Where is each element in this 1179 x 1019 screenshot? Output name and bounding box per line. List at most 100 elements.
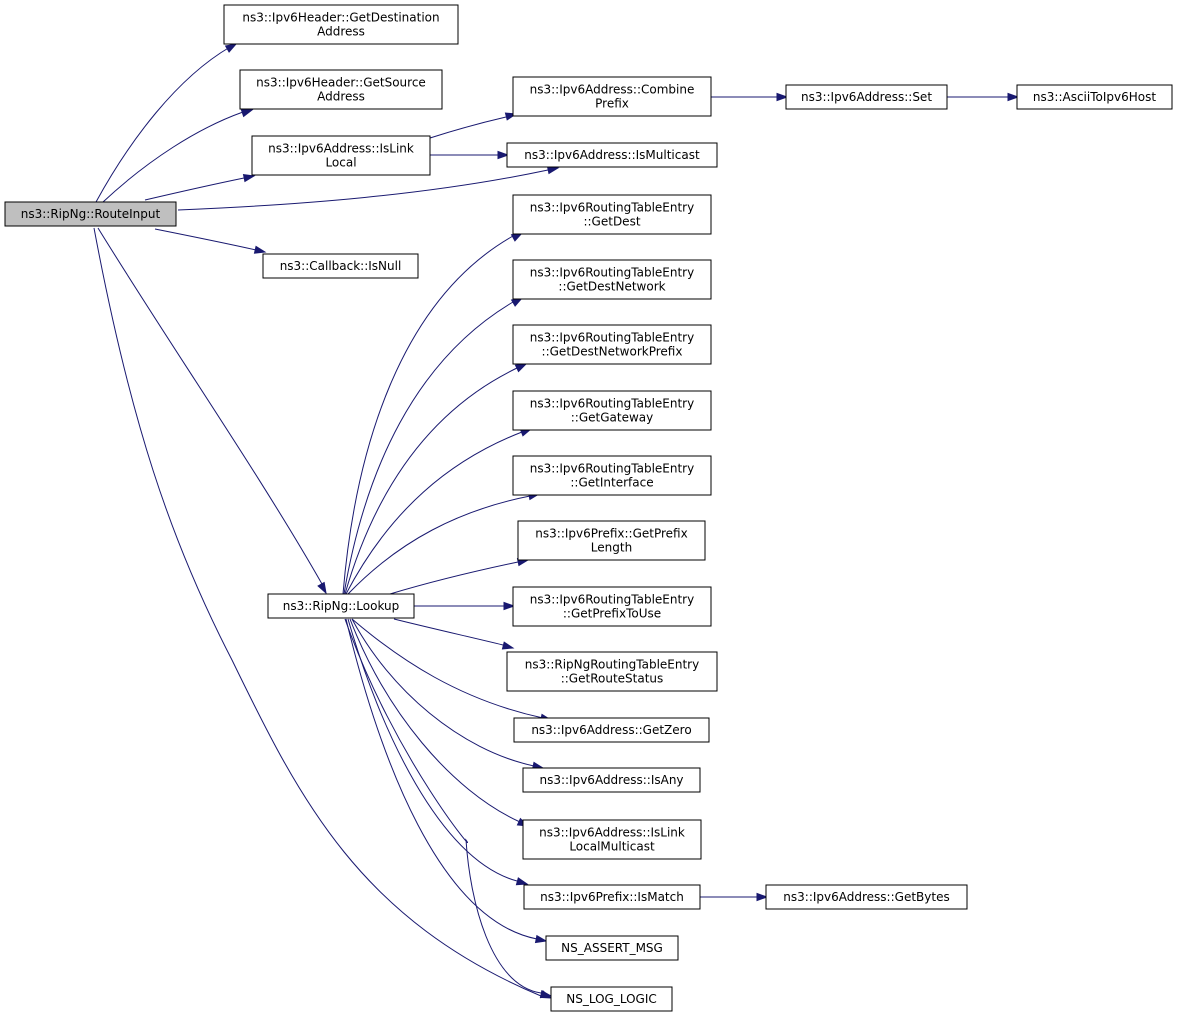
node-address-set[interactable]: ns3::Ipv6Address::Set xyxy=(785,84,948,110)
node-label: Prefix xyxy=(595,97,629,111)
node-box xyxy=(506,651,718,692)
node-label: ns3::Ipv6Address::IsMulticast xyxy=(524,148,700,162)
node-ascii-to-ipv6[interactable]: ns3::AsciiToIpv6Host xyxy=(1016,84,1173,110)
node-label: ::GetPrefixToUse xyxy=(563,607,661,621)
node-box xyxy=(4,201,177,227)
arrowhead xyxy=(539,989,553,999)
arrowhead xyxy=(242,173,256,183)
node-box xyxy=(512,586,712,627)
node-get-gateway[interactable]: ns3::Ipv6RoutingTableEntry::GetGateway xyxy=(512,390,712,431)
edge-route_input-to-lookup xyxy=(97,227,327,595)
node-lookup[interactable]: ns3::RipNg::Lookup xyxy=(267,593,415,619)
node-get-dest-network[interactable]: ns3::Ipv6RoutingTableEntry::GetDestNetwo… xyxy=(512,259,712,300)
node-get-dest-network-prefix[interactable]: ns3::Ipv6RoutingTableEntry::GetDestNetwo… xyxy=(512,324,712,365)
node-box xyxy=(512,76,712,117)
node-box xyxy=(262,253,419,279)
node-label: ::GetInterface xyxy=(570,476,653,490)
edge-is_link_local-to-combine_prefix xyxy=(429,112,518,139)
node-label: ns3::Ipv6Prefix::IsMatch xyxy=(540,890,684,904)
node-box xyxy=(522,819,702,860)
node-box xyxy=(512,455,712,496)
call-nodes: ns3::RipNg::RouteInput ns3::Ipv6Header::G… xyxy=(4,4,1173,1012)
node-route-input[interactable]: ns3::RipNg::RouteInput xyxy=(4,201,177,227)
arrowhead xyxy=(503,601,516,611)
node-is-null[interactable]: ns3::Callback::IsNull xyxy=(262,253,419,279)
node-label: ns3::Ipv6RoutingTableEntry xyxy=(530,397,694,411)
node-label: Local xyxy=(325,156,356,170)
edge-lookup-to-is_match xyxy=(347,618,529,886)
arrowhead xyxy=(1007,92,1020,102)
edge-route_input-to-get_destination xyxy=(95,43,238,203)
node-label: Length xyxy=(591,541,632,555)
node-label: ns3::Ipv6Header::GetDestination xyxy=(242,11,439,25)
node-label: ns3::Ipv6RoutingTableEntry xyxy=(530,593,694,607)
node-get-zero[interactable]: ns3::Ipv6Address::GetZero xyxy=(513,717,710,743)
arrowhead xyxy=(501,641,515,650)
node-box xyxy=(522,767,701,793)
node-is-any[interactable]: ns3::Ipv6Address::IsAny xyxy=(522,767,701,793)
node-box xyxy=(523,884,701,910)
node-label: ::GetDestNetwork xyxy=(558,280,665,294)
node-label: ::GetDestNetworkPrefix xyxy=(542,345,683,359)
node-box xyxy=(512,390,712,431)
node-label: ns3::Ipv6Address::IsLink xyxy=(268,142,414,156)
node-ns-assert-msg[interactable]: NS_ASSERT_MSG xyxy=(545,935,679,961)
node-get-bytes[interactable]: ns3::Ipv6Address::GetBytes xyxy=(765,884,968,910)
arrowhead xyxy=(756,892,769,902)
node-ns-log-logic[interactable]: NS_LOG_LOGIC xyxy=(550,986,673,1012)
edge-lookup-to-get_prefix_length xyxy=(389,558,530,595)
edge-is_match-to-get_bytes xyxy=(700,892,769,902)
edge-route_input-to-is_link_local xyxy=(144,173,256,201)
node-label: ns3::Ipv6Address::GetBytes xyxy=(783,890,949,904)
arrowhead xyxy=(546,166,560,175)
node-label: Address xyxy=(317,90,365,104)
arrowhead xyxy=(497,150,510,160)
arrowhead xyxy=(224,43,238,53)
edge-route_input-to-get_source xyxy=(102,109,254,203)
node-box xyxy=(513,717,710,743)
arrowhead xyxy=(253,245,267,254)
node-label: ::GetGateway xyxy=(571,411,653,425)
arrowhead xyxy=(240,109,254,118)
arrowhead xyxy=(776,92,789,102)
node-label: ns3::Ipv6Address::Set xyxy=(801,90,932,104)
node-label: ::GetRouteStatus xyxy=(561,672,664,686)
node-box xyxy=(239,69,443,110)
node-is-multicast[interactable]: ns3::Ipv6Address::IsMulticast xyxy=(506,142,718,168)
arrowhead xyxy=(514,363,528,373)
edge-lookup-to-get_dest xyxy=(342,232,524,595)
node-label: ns3::Ipv6Prefix::GetPrefix xyxy=(535,527,687,541)
node-label: ns3::Ipv6RoutingTableEntry xyxy=(530,201,694,215)
node-label: ns3::Ipv6Address::IsAny xyxy=(539,773,683,787)
node-label: ns3::AsciiToIpv6Host xyxy=(1033,90,1156,104)
node-box xyxy=(512,194,712,235)
node-label: ns3::Ipv6RoutingTableEntry xyxy=(530,266,694,280)
edge-route_input-to-is_null xyxy=(154,228,267,254)
node-box xyxy=(251,135,431,176)
node-box xyxy=(545,935,679,961)
edge-lookup-to-get_gateway xyxy=(345,428,533,595)
node-label: ns3::Ipv6RoutingTableEntry xyxy=(530,331,694,345)
edge-lookup-to-get_prefix_to_use xyxy=(414,601,516,611)
node-is-match[interactable]: ns3::Ipv6Prefix::IsMatch xyxy=(523,884,701,910)
node-box xyxy=(765,884,968,910)
node-get-interface[interactable]: ns3::Ipv6RoutingTableEntry::GetInterface xyxy=(512,455,712,496)
edge-lookup-to-get_route_status xyxy=(393,618,515,650)
node-get-prefix-to-use[interactable]: ns3::Ipv6RoutingTableEntry::GetPrefixToU… xyxy=(512,586,712,627)
node-label: NS_ASSERT_MSG xyxy=(561,941,663,955)
arrowhead xyxy=(515,877,529,886)
node-get-dest[interactable]: ns3::Ipv6RoutingTableEntry::GetDest xyxy=(512,194,712,235)
node-label: ns3::RipNg::RouteInput xyxy=(21,207,161,221)
edge-combine_prefix-to-address_set xyxy=(710,92,789,102)
node-label: ::GetDest xyxy=(583,215,640,229)
node-get-route-status[interactable]: ns3::RipNgRoutingTableEntry::GetRouteSta… xyxy=(506,651,718,692)
node-box xyxy=(223,4,459,45)
node-box xyxy=(517,520,706,561)
